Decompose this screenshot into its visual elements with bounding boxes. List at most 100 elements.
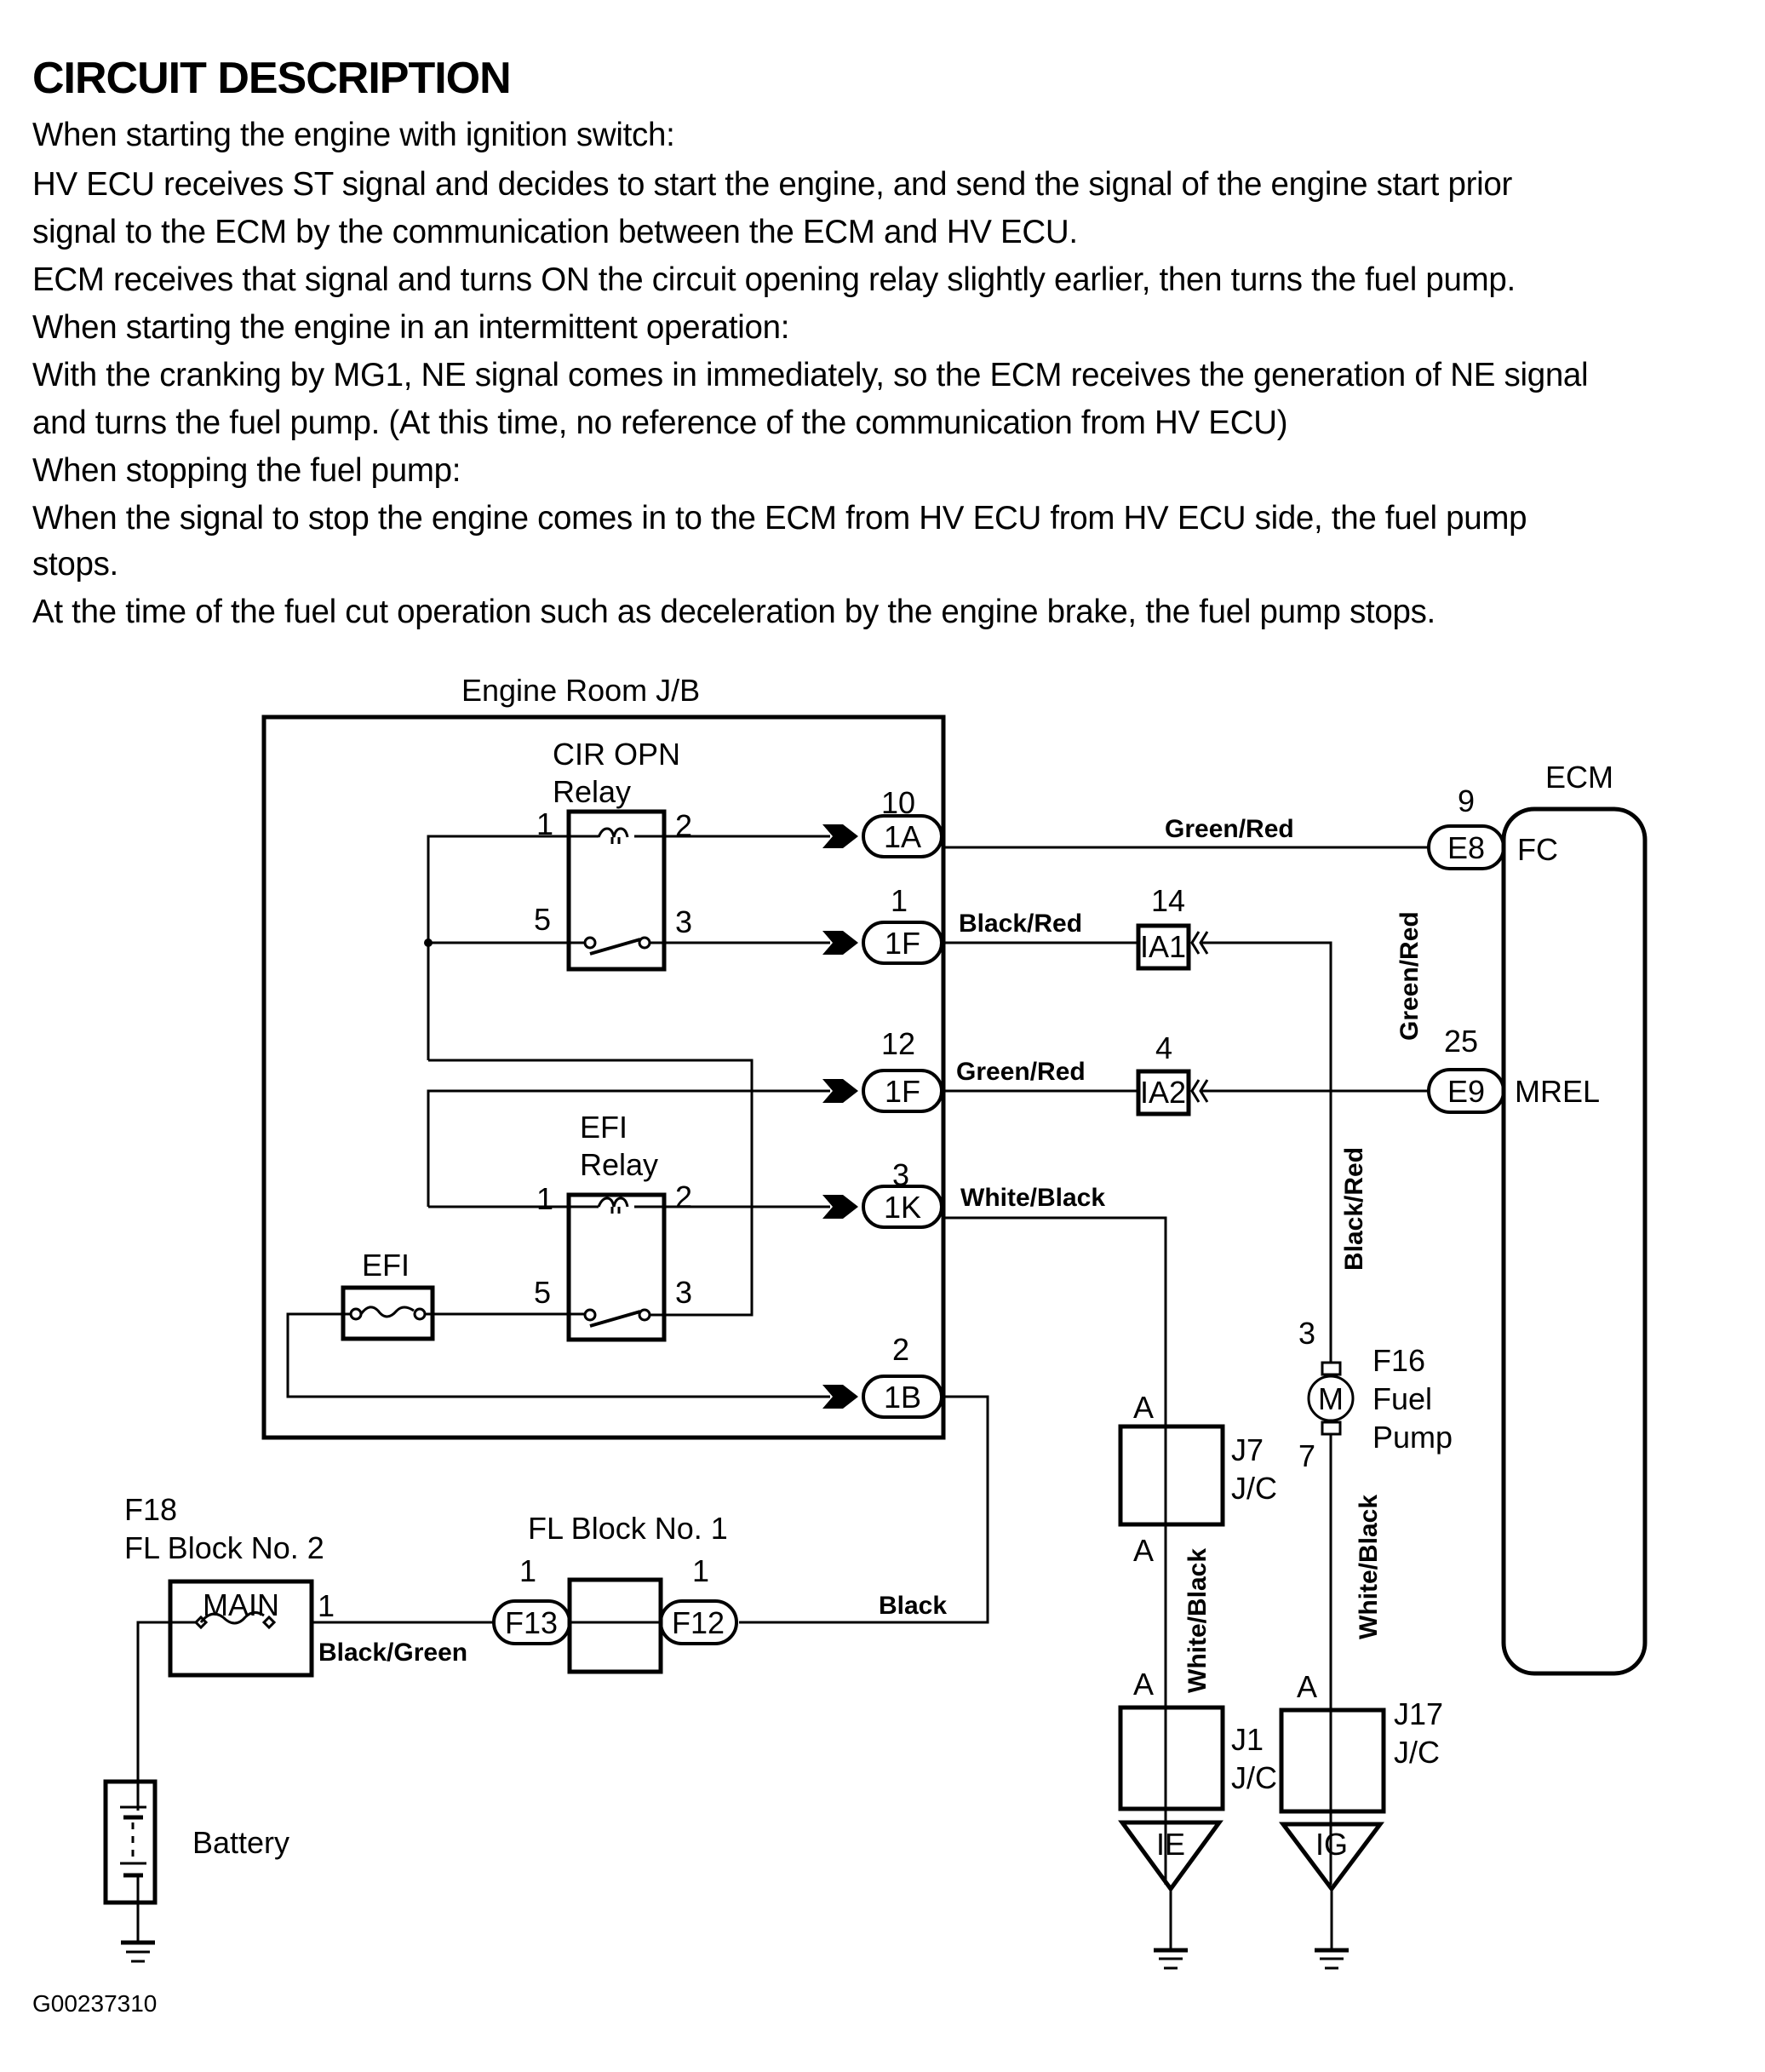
wire-label-vertical: White/Black: [1183, 1548, 1212, 1693]
connector-oval: [862, 1185, 943, 1229]
connector-code: F12: [672, 1605, 725, 1640]
relay-contact-icon: [583, 936, 597, 950]
ecm-connector-code: E9: [1447, 1074, 1485, 1109]
wire-label: White/Black: [960, 1184, 1105, 1212]
fuel-pump-label-2: Pump: [1372, 1420, 1453, 1455]
fuel-pump-label-1: Fuel: [1372, 1381, 1432, 1416]
cir-opn-relay-label-2: Relay: [553, 774, 631, 809]
connector-chevron-icon: [822, 1079, 858, 1103]
fl-block-2-label: FL Block No. 2: [124, 1530, 324, 1565]
connector-chevron-icon: [822, 1385, 858, 1409]
wire-label: Green/Red: [1165, 815, 1294, 843]
fl-block-1-left-pin: 1: [519, 1553, 536, 1588]
connector-chevron-icon: [822, 824, 858, 848]
engine-room-jb-label: Engine Room J/B: [461, 673, 700, 708]
ecm-connector-code: E8: [1447, 830, 1485, 865]
fusible-link-icon: [199, 1611, 265, 1625]
connector-pin: 2: [892, 1332, 909, 1367]
cir-opn-relay-label-1: CIR OPN: [553, 737, 680, 772]
fuel-pump-motor: M: [1307, 1361, 1355, 1436]
j1-junction-connector: [1118, 1705, 1225, 1811]
ecm-signal-name: FC: [1517, 832, 1558, 867]
cir-opn-pin-2: 2: [675, 808, 692, 843]
j7-junction-connector: [1118, 1424, 1225, 1527]
wire-label: Black/Red: [959, 910, 1082, 938]
j17-pin-top: A: [1297, 1669, 1317, 1704]
fl-block-2-id: F18: [124, 1492, 177, 1527]
paragraph-line: stops.: [32, 546, 118, 583]
connector-oval: [659, 1599, 738, 1645]
page-title: CIRCUIT DESCRIPTION: [32, 54, 512, 103]
wire-label-vertical: Green/Red: [1395, 911, 1424, 1041]
connector-code: 1K: [884, 1190, 921, 1225]
ground-point-ie: [1118, 1820, 1223, 1893]
figure-id: G00237310: [32, 1990, 157, 2017]
relay-switch-icon: [589, 938, 641, 956]
battery-box: [103, 1779, 158, 1905]
cir-opn-pin-3: 3: [675, 904, 692, 939]
fl-block-1: [567, 1577, 663, 1674]
ground-point-ig: [1279, 1822, 1384, 1893]
connector-code: F13: [505, 1605, 558, 1640]
paragraph-line: ECM receives that signal and turns ON th…: [32, 261, 1516, 298]
ground-icon: [1315, 1948, 1349, 1970]
junction-pin: 14: [1151, 883, 1185, 918]
fl-block-1-right-pin: 1: [692, 1553, 709, 1588]
efi-relay-pin-2: 2: [675, 1179, 692, 1214]
efi-relay-pin-3: 3: [675, 1275, 692, 1310]
junction-ia1: [1136, 923, 1191, 971]
connector-oval: [862, 1069, 943, 1113]
relay-coil-icon: [597, 827, 629, 838]
j1-id: J1: [1231, 1722, 1264, 1757]
battery-label: Battery: [192, 1825, 289, 1860]
ecm-pin-number: 25: [1444, 1024, 1478, 1059]
relay-contact-icon: [583, 1308, 597, 1322]
efi-relay: [566, 1192, 667, 1342]
fuse-icon: [359, 1306, 415, 1318]
j17-type: J/C: [1394, 1735, 1440, 1770]
fuel-pump-pin-top: 3: [1298, 1316, 1315, 1351]
connector-code: 1A: [884, 819, 921, 854]
connector-oval: [862, 1375, 943, 1419]
j1-type: J/C: [1231, 1760, 1277, 1795]
ground-icon: [121, 1940, 155, 1963]
in-line-connector-icon: [1190, 1079, 1209, 1103]
paragraph-line: When stopping the fuel pump:: [32, 452, 461, 489]
connector-chevron-icon: [822, 931, 858, 955]
j7-pin-bottom: A: [1133, 1533, 1154, 1568]
connector-pin: 3: [892, 1157, 909, 1192]
junction-pin: 4: [1155, 1030, 1172, 1065]
wire-label: Green/Red: [956, 1058, 1086, 1086]
fl-block-1-label: FL Block No. 1: [528, 1511, 728, 1546]
cir-opn-pin-1: 1: [536, 806, 553, 841]
cir-opn-relay: [566, 809, 667, 972]
fuel-pump-pin-bottom: 7: [1298, 1438, 1315, 1473]
connector-chevron-icon: [822, 1195, 858, 1219]
main-fusible-link-label: MAIN: [203, 1587, 279, 1622]
paragraph-line: With the cranking by MG1, NE signal come…: [32, 357, 1589, 393]
efi-fuse-label: EFI: [362, 1248, 410, 1283]
efi-relay-pin-1: 1: [536, 1181, 553, 1216]
ecm-label: ECM: [1545, 760, 1613, 795]
junction-code: IA1: [1140, 929, 1186, 964]
fuel-pump-id: F16: [1372, 1343, 1425, 1378]
engine-room-jb-box: [261, 715, 946, 1440]
j7-type: J/C: [1231, 1471, 1277, 1506]
connector-oval: [862, 814, 943, 858]
ecm-signal-name: MREL: [1515, 1074, 1600, 1109]
relay-switch-icon: [589, 1310, 641, 1328]
j17-junction-connector: [1279, 1708, 1386, 1814]
paragraph-line: and turns the fuel pump. (At this time, …: [32, 405, 1288, 441]
wire-label: Black/Green: [318, 1639, 467, 1667]
wire-label-vertical: White/Black: [1355, 1495, 1383, 1639]
junction-ia2: [1136, 1069, 1191, 1116]
connector-code: 1F: [885, 1074, 920, 1109]
svg-text:M: M: [1318, 1381, 1344, 1416]
in-line-connector-icon: [1190, 931, 1209, 955]
paragraph-line: signal to the ECM by the communication b…: [32, 214, 1078, 250]
efi-relay-label-2: Relay: [580, 1147, 658, 1182]
paragraph-line: When the signal to stop the engine comes…: [32, 500, 1527, 537]
efi-relay-pin-5: 5: [534, 1275, 551, 1310]
